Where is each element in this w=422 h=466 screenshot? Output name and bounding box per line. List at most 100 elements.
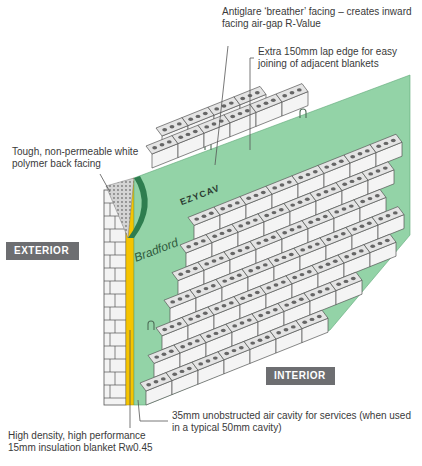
brick-top	[296, 310, 328, 328]
brick-hole	[264, 102, 269, 105]
brick-top	[250, 231, 282, 249]
brick-hole	[212, 259, 217, 262]
brick-hole	[186, 133, 191, 136]
leader-lines	[100, 46, 254, 428]
brick-hole	[274, 283, 279, 286]
brick-top	[284, 193, 316, 211]
brick-hole	[219, 256, 224, 259]
brick-top	[336, 172, 368, 190]
brick-top	[206, 224, 238, 242]
brick-hole	[167, 140, 172, 143]
brick-hole	[232, 349, 237, 352]
brick-hole	[212, 122, 217, 125]
brick-hole	[240, 297, 245, 300]
brick-hole	[235, 201, 240, 204]
brick-top	[224, 241, 256, 259]
brick-hole	[292, 276, 297, 279]
brick-hole	[334, 210, 339, 213]
brick-hole	[196, 115, 201, 118]
brick-hole	[228, 204, 233, 207]
brick-hole	[152, 146, 157, 149]
brick-hole	[246, 197, 251, 200]
zone-label: EXTERIOR	[14, 245, 69, 256]
brick-hole	[162, 328, 167, 331]
brick-hole	[230, 277, 235, 280]
brick-hole	[193, 267, 198, 270]
brick-hole	[238, 112, 243, 115]
brick-hole	[352, 252, 357, 255]
brick-hole	[209, 212, 214, 215]
brick-top	[286, 265, 318, 283]
zone-box: INTERIOR	[266, 367, 335, 385]
brick-top	[174, 335, 206, 353]
brick-hole	[230, 115, 235, 118]
brick-hole	[194, 242, 199, 245]
brick-hole	[222, 279, 227, 282]
brick-hole	[300, 248, 305, 251]
brick-top	[362, 162, 394, 180]
interior-brick-leaf	[140, 84, 404, 405]
brick-hole	[196, 315, 201, 318]
brick-hole	[202, 215, 207, 218]
brick-hole	[146, 383, 151, 386]
brick-top	[208, 297, 240, 315]
brick-top	[180, 235, 212, 253]
brick-hole	[342, 207, 347, 210]
brick-hole	[266, 311, 271, 314]
brick-hole	[333, 260, 338, 263]
brick-hole	[201, 239, 206, 242]
brick-hole	[282, 94, 287, 97]
brick-hole	[360, 225, 365, 228]
brick-hole	[384, 142, 389, 145]
brick-hole	[344, 280, 349, 283]
brick-top	[218, 341, 250, 359]
brick-hole	[297, 88, 302, 91]
brick-top	[164, 290, 196, 308]
brick-top	[224, 104, 256, 122]
mortar-joint	[110, 359, 111, 372]
brick-hole	[206, 335, 211, 338]
brick-hole	[306, 173, 311, 176]
brick-hole	[272, 186, 277, 189]
brick-hole	[352, 227, 357, 230]
brick-hole	[256, 266, 261, 269]
brick-hole	[221, 329, 226, 332]
brick-hole	[263, 263, 268, 266]
brick-hole	[229, 101, 234, 104]
brick-hole	[378, 242, 383, 245]
brick-top	[258, 203, 290, 221]
brick-hole	[214, 107, 219, 110]
brick-hole	[161, 377, 166, 380]
brick-hole	[237, 274, 242, 277]
brick-top	[198, 252, 230, 270]
brick-hole	[350, 180, 355, 183]
brick-top	[226, 314, 258, 332]
brick-top	[328, 200, 360, 218]
brick-hole	[162, 353, 167, 356]
brick-top	[250, 94, 282, 112]
brick-hole	[271, 99, 276, 102]
brick-hole	[386, 214, 391, 217]
brick-hole	[247, 318, 252, 321]
brick-hole	[291, 325, 296, 328]
brick-hole	[307, 270, 312, 273]
brick-hole	[376, 145, 381, 148]
brick-hole	[271, 236, 276, 239]
brick-top	[190, 279, 222, 297]
brick-hole	[238, 224, 243, 227]
brick-top	[214, 197, 246, 215]
brick-hole	[256, 241, 261, 244]
brick-hole	[253, 218, 258, 221]
brick-hole	[261, 191, 266, 194]
brick-top	[172, 125, 204, 143]
brick-top	[182, 307, 214, 325]
brick-hole	[154, 380, 159, 383]
brick-hole	[222, 304, 227, 307]
brick-hole	[188, 118, 193, 121]
brick-hole	[298, 201, 303, 204]
brick-hole	[170, 300, 175, 303]
brick-hole	[250, 341, 255, 344]
mortar-joint	[110, 281, 111, 294]
brick-top	[232, 214, 264, 232]
